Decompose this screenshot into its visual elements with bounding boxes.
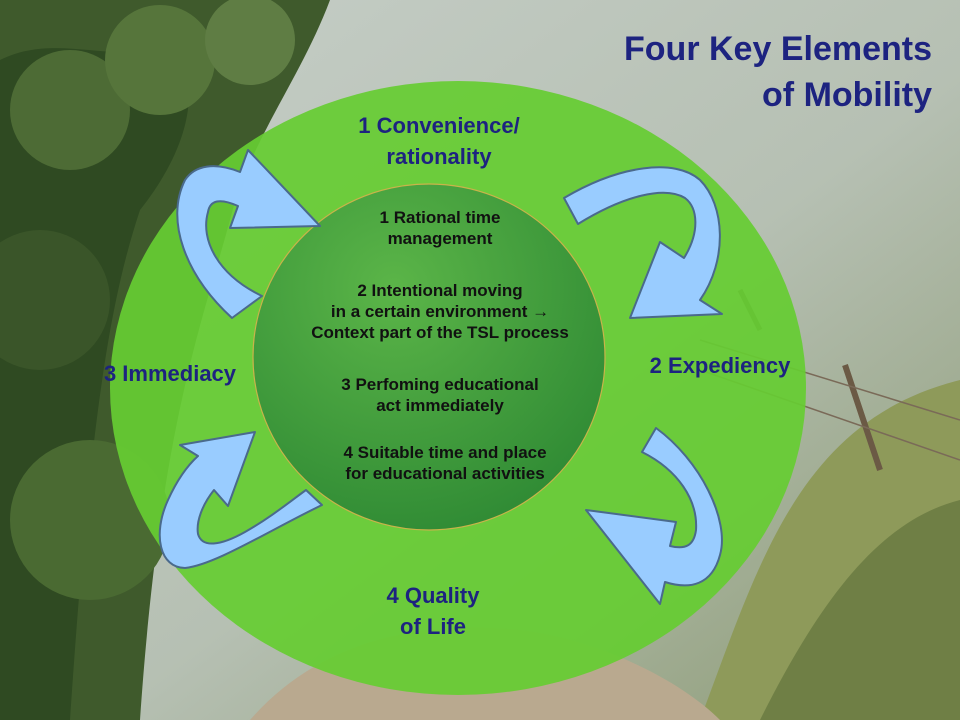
arrow-top-right-icon — [563, 166, 723, 319]
inner-item-1-line-2: management — [387, 229, 493, 248]
slide-title: Four Key Elements of Mobility — [624, 26, 932, 118]
inner-item-4: 4 Suitable time and place for educationa… — [290, 442, 600, 484]
immediacy-text: 3 Immediacy — [103, 361, 237, 386]
arrow-top-left-icon — [176, 149, 321, 319]
label-expediency: 2 Expediency — [630, 350, 810, 381]
label-convenience: 1 Convenience/ rationality — [329, 110, 549, 172]
label-immediacy: 3 Immediacy — [80, 358, 260, 389]
inner-item-4-line-2: for educational activities — [345, 464, 545, 483]
inner-item-1-line-1: 1 Rational time — [379, 208, 501, 227]
inner-item-1: 1 Rational time management — [300, 207, 580, 249]
expediency-text: 2 Expediency — [649, 353, 791, 378]
inner-item-4-line-1: 4 Suitable time and place — [343, 443, 547, 462]
inner-item-2-line-3: Context part of the TSL process — [311, 323, 569, 342]
arrow-bottom-left-icon — [158, 431, 323, 569]
quality-line-2: of Life — [400, 614, 466, 639]
inner-item-3: 3 Perfoming educational act immediately — [300, 374, 580, 416]
convenience-line-2: rationality — [386, 144, 492, 169]
inner-item-2-line-2: in a certain environment → — [330, 302, 550, 321]
arrow-bottom-right-icon — [585, 427, 723, 605]
title-line-2: of Mobility — [762, 76, 932, 114]
label-quality: 4 Quality of Life — [333, 580, 533, 642]
inner-item-3-line-2: act immediately — [376, 396, 504, 415]
quality-line-1: 4 Quality — [386, 583, 480, 608]
inner-item-2-line-1: 2 Intentional moving — [357, 281, 523, 300]
convenience-line-1: 1 Convenience/ — [358, 113, 520, 138]
inner-circle — [252, 183, 606, 531]
inner-item-3-line-1: 3 Perfoming educational — [341, 375, 539, 394]
title-line-1: Four Key Elements — [624, 30, 932, 68]
inner-item-2: 2 Intentional moving in a certain enviro… — [250, 280, 630, 343]
